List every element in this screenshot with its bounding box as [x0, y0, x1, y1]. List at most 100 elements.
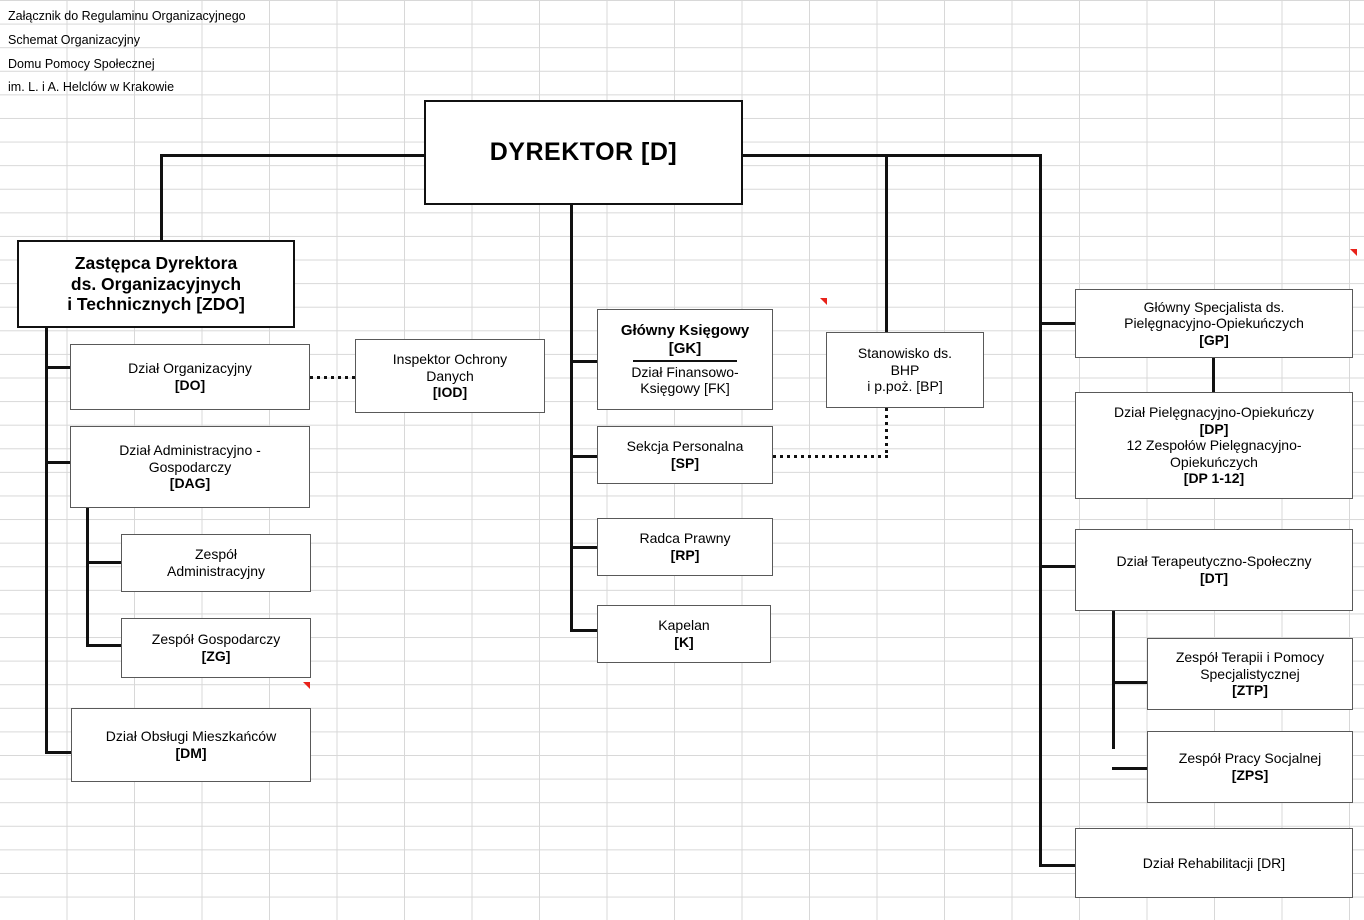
- node-ztp[interactable]: Zespół Terapii i Pomocy Specjalistycznej…: [1147, 638, 1353, 710]
- node-zps-code: [ZPS]: [1231, 767, 1269, 783]
- comment-marker-icon-center: [820, 298, 827, 305]
- node-zps-line1: Zespół Pracy Socjalnej: [1178, 750, 1322, 767]
- connector-dt-to-ztp: [1112, 681, 1148, 684]
- node-dm-line1: Dział Obsługi Mieszkańców: [105, 728, 277, 745]
- header-line-2: Schemat Organizacyjny: [8, 33, 141, 47]
- node-do[interactable]: Dział Organizacyjny [DO]: [70, 344, 310, 410]
- connector-middle-to-rp: [570, 546, 598, 549]
- node-dp[interactable]: Dział Pielęgnacyjno-Opiekuńczy [DP] 12 Z…: [1075, 392, 1353, 499]
- node-deputy-director[interactable]: Zastępca Dyrektora ds. Organizacyjnych i…: [17, 240, 295, 328]
- node-gp-code: [GP]: [1199, 331, 1229, 348]
- node-deputy-line1: Zastępca Dyrektora: [74, 253, 238, 274]
- node-deputy-line3: i Technicznych [ZDO]: [67, 294, 245, 315]
- node-ztp-line1: Zespół Terapii i Pomocy: [1175, 649, 1325, 666]
- node-k-line1: Kapelan: [658, 617, 710, 634]
- connector-right-to-dr: [1039, 864, 1075, 867]
- node-dr[interactable]: Dział Rehabilitacji [DR]: [1075, 828, 1353, 898]
- node-kapelan[interactable]: Kapelan [K]: [597, 605, 771, 663]
- header-line-1: Załącznik do Regulaminu Organizacyjnego: [8, 9, 246, 23]
- header-line-3: Domu Pomocy Społecznej: [8, 57, 155, 71]
- connector-dt-subtrunk: [1112, 611, 1115, 749]
- node-ztp-line2: Specjalistycznej: [1200, 665, 1300, 682]
- node-rp-code: [RP]: [670, 547, 700, 563]
- node-gp-line2: Pielęgnacyjno-Opiekuńczych: [1124, 315, 1304, 332]
- node-za-line2: Administracyjny: [166, 563, 266, 579]
- node-dr-line1: Dział Rehabilitacji [DR]: [1142, 854, 1286, 871]
- node-gk-fk[interactable]: Główny Księgowy [GK] Dział Finansowo- Ks…: [597, 309, 773, 410]
- node-director[interactable]: DYREKTOR [D]: [424, 100, 743, 205]
- connector-deputy-to-do: [45, 366, 72, 369]
- connector-right-to-gp: [1039, 322, 1075, 325]
- node-iod-line2: Danych: [426, 367, 474, 384]
- comment-marker-icon-left: [303, 682, 310, 689]
- node-dag-line2: Gospodarczy: [148, 458, 232, 475]
- node-bp-line1: Stanowisko ds.: [857, 345, 953, 362]
- node-gp[interactable]: Główny Specjalista ds. Pielęgnacyjno-Opi…: [1075, 289, 1353, 358]
- node-gk-code: [GK]: [668, 339, 702, 357]
- node-iod-line1: Inspektor Ochrony: [392, 351, 508, 368]
- connector-gp-to-dp: [1212, 358, 1215, 392]
- connector-director-right-h: [740, 154, 1042, 157]
- node-zg[interactable]: Zespół Gospodarczy [ZG]: [121, 618, 311, 678]
- node-dag-code: [DAG]: [169, 475, 211, 492]
- node-zg-code: [ZG]: [201, 648, 231, 664]
- connector-deputy-to-dag: [45, 461, 72, 464]
- node-sp-code: [SP]: [671, 455, 699, 471]
- connector-dag-to-zg: [86, 644, 122, 647]
- connector-middle-trunk: [570, 203, 573, 631]
- node-gp-line1: Główny Specjalista ds.: [1143, 298, 1285, 315]
- node-iod[interactable]: Inspektor Ochrony Danych [IOD]: [355, 339, 545, 413]
- node-fk-line1: Dział Finansowo-: [631, 363, 739, 380]
- node-zps[interactable]: Zespół Pracy Socjalnej [ZPS]: [1147, 731, 1353, 803]
- connector-director-to-bhp-v: [885, 154, 888, 334]
- node-dm-code: [DM]: [175, 745, 207, 761]
- connector-director-left-v: [160, 154, 163, 242]
- node-k-code: [K]: [674, 634, 694, 650]
- node-ztp-code: [ZTP]: [1232, 682, 1268, 699]
- node-dt[interactable]: Dział Terapeutyczno-Społeczny [DT]: [1075, 529, 1353, 611]
- node-dp-line2: 12 Zespołów Pielęgnacyjno-: [1126, 437, 1302, 454]
- connector-right-column-trunk: [1039, 154, 1042, 866]
- node-zg-line1: Zespół Gospodarczy: [151, 631, 281, 648]
- comment-marker-icon-top-right: [1350, 249, 1357, 256]
- node-za-line1: Zespół: [194, 546, 238, 563]
- node-za[interactable]: Zespół Administracyjny: [121, 534, 311, 592]
- node-dp-line3: Opiekuńczych: [1170, 453, 1258, 470]
- node-rp[interactable]: Radca Prawny [RP]: [597, 518, 773, 576]
- node-dag-line1: Dział Administracyjno -: [119, 442, 261, 459]
- node-dag[interactable]: Dział Administracyjno - Gospodarczy [DAG…: [70, 426, 310, 508]
- node-dp-code2: [DP 1-12]: [1183, 470, 1245, 487]
- node-bp-line3: i p.poż. [BP]: [867, 378, 943, 395]
- node-do-line1: Dział Organizacyjny: [128, 360, 252, 377]
- connector-sp-bhp-dotted-v: [885, 408, 888, 457]
- connector-deputy-to-dm: [45, 751, 73, 754]
- node-gk-line1: Główny Księgowy: [620, 322, 750, 340]
- node-deputy-line2: ds. Organizacyjnych: [70, 273, 242, 294]
- node-dm[interactable]: Dział Obsługi Mieszkańców [DM]: [71, 708, 311, 782]
- node-sp[interactable]: Sekcja Personalna [SP]: [597, 426, 773, 484]
- connector-do-iod-dotted: [310, 376, 356, 379]
- connector-dt-to-zps: [1112, 767, 1148, 770]
- connector-middle-to-gk: [570, 360, 598, 363]
- connector-dag-to-za: [86, 561, 122, 564]
- node-do-code: [DO]: [174, 377, 206, 393]
- node-bhp[interactable]: Stanowisko ds. BHP i p.poż. [BP]: [826, 332, 984, 408]
- connector-director-left-h: [160, 154, 428, 157]
- connector-middle-to-k: [570, 629, 598, 632]
- node-sp-line1: Sekcja Personalna: [626, 438, 744, 455]
- node-fk-line2: Księgowy [FK]: [640, 380, 730, 397]
- node-director-title: DYREKTOR [D]: [489, 137, 678, 166]
- node-dp-code: [DP]: [1199, 420, 1229, 437]
- node-iod-code: [IOD]: [432, 384, 468, 401]
- header-line-4: im. L. i A. Helclów w Krakowie: [8, 80, 175, 94]
- connector-deputy-trunk: [45, 328, 48, 754]
- node-rp-line1: Radca Prawny: [639, 530, 731, 547]
- node-gk-divider: [632, 359, 738, 362]
- connector-dag-subtrunk: [86, 508, 89, 646]
- node-dt-line1: Dział Terapeutyczno-Społeczny: [1116, 553, 1312, 570]
- node-dt-code: [DT]: [1200, 570, 1228, 586]
- connector-right-to-dt: [1039, 565, 1075, 568]
- node-dp-line1: Dział Pielęgnacyjno-Opiekuńczy: [1114, 404, 1314, 421]
- connector-middle-to-sp: [570, 455, 598, 458]
